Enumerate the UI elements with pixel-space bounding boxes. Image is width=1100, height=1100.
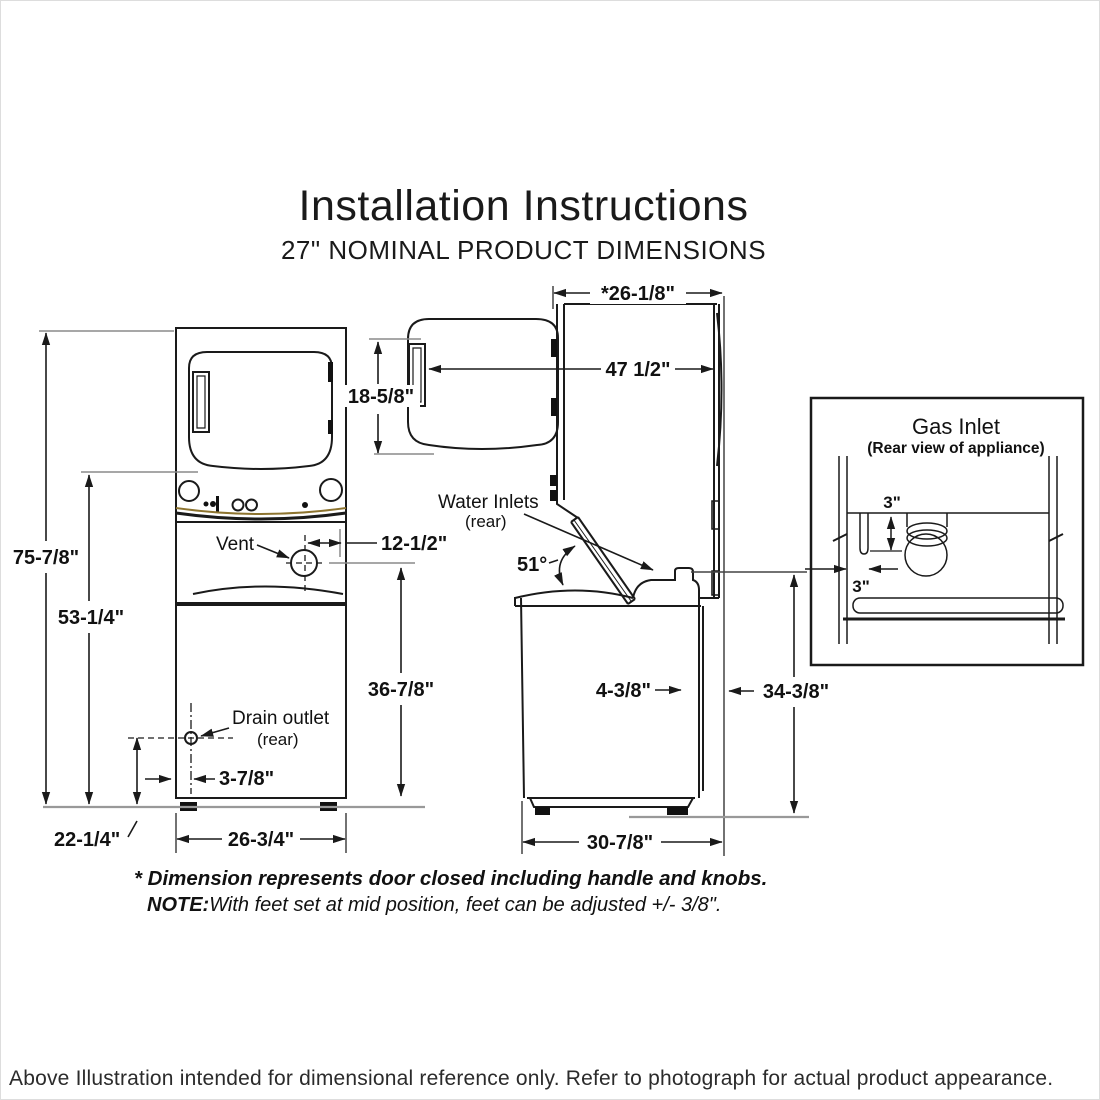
dim-drain-height-elbow [127, 820, 138, 838]
drain-label-leader [200, 727, 230, 737]
gas-cabinet-lines [838, 456, 1058, 644]
washer-body [520, 597, 695, 808]
front-width-label-bg [222, 828, 300, 851]
page-subtitle: 27" NOMINAL PRODUCT DIMENSIONS [280, 235, 767, 265]
front-feet [180, 802, 337, 811]
panel-accent-curve [175, 507, 347, 515]
dim-vent-offset-label: 12-1/2" [381, 533, 447, 555]
dim-mid-height-label: 53-1/4" [58, 607, 124, 629]
door-hinge-marks [328, 362, 333, 434]
dim-base-depth-label: 30-7/8" [587, 832, 653, 854]
water-inlets-leader [523, 513, 654, 571]
front-view-dimensions [39, 330, 425, 853]
dim-drain-height-label: 22-1/4" [54, 829, 120, 851]
control-knob-left [178, 480, 200, 502]
washer-feet [535, 807, 688, 815]
front-view-drawing [128, 327, 347, 811]
gas-dim-side-label: 3" [852, 577, 870, 596]
gas-inlet-box [809, 396, 1085, 667]
dim-vent-height-label: 36-7/8" [368, 679, 434, 701]
dim-door-open-depth-label: 47 1/2" [605, 359, 670, 381]
dim-front-width-label: 26-3/4" [228, 829, 294, 851]
vent-duct-collar-top [906, 522, 948, 540]
dim-depth-label: *26-1/8" [601, 283, 675, 305]
dim-overall-height-label: 75-7/8" [13, 547, 79, 569]
washer-deck [514, 567, 701, 607]
lid-angle-label: 51° [517, 554, 547, 576]
feet-note: NOTE:With feet set at mid position, feet… [147, 894, 721, 917]
control-knob-right [319, 478, 343, 502]
vent-duct-opening [904, 533, 948, 577]
gas-pipe [859, 513, 869, 555]
gas-dim-drop-label: 3" [883, 493, 901, 512]
front-view-text: 75-7/8" 53-1/4" 36-7/8" 12-1/2" 22-1/4" … [13, 533, 447, 851]
washer-top-curve [192, 585, 344, 595]
washer-lid-open-inner [573, 519, 632, 602]
front-extension-lines [39, 330, 415, 564]
feet-note-label: NOTE: [147, 894, 210, 916]
gas-cabinet-ticks [832, 533, 1064, 542]
dryer-door-open [407, 318, 559, 450]
lid-angle-arc [554, 545, 576, 586]
side-view-dimensions [342, 282, 837, 856]
front-bottom-extension-lines [175, 813, 347, 853]
depth-label-bg [590, 282, 686, 304]
gas-inlet-detail [805, 396, 1085, 667]
water-inlets-label: Water Inlets [438, 492, 539, 513]
side-view-drawing [407, 303, 723, 815]
dim-door-height-label: 18-5/8" [348, 386, 414, 408]
vent-centerlines [286, 535, 323, 591]
vent-duct-collar-bottom [906, 529, 948, 547]
panel-divider-curve [175, 511, 347, 521]
side-view-text: *26-1/8" 47 1/2" 18-5/8" 51° Water Inlet… [348, 283, 829, 854]
lid-angle-dash [548, 559, 559, 564]
gas-inlet-text: Gas Inlet (Rear view of appliance) 3" 3" [852, 414, 1044, 596]
door-open-depth-label-bg [601, 358, 675, 380]
dryer-door-open-handle-inner [412, 347, 422, 403]
dryer-door-front [188, 351, 333, 470]
vent-label-leader [256, 544, 290, 559]
feet-note-text: With feet set at mid position, feet can … [209, 894, 722, 916]
side-extension-lines-gray [369, 338, 434, 455]
gas-inlet-title: Gas Inlet [912, 414, 1000, 439]
dim-rear-offset-label: 4-3/8" [596, 680, 651, 702]
drain-outlet-sublabel: (rear) [257, 730, 299, 749]
side-extension-lines-dark [521, 286, 807, 856]
side-rear-tabs [711, 500, 720, 596]
drain-outlet-label: Drain outlet [232, 708, 330, 729]
water-inlets-sublabel: (rear) [465, 512, 507, 531]
side-front-hinge-marks [550, 339, 557, 501]
gas-inlet-subtitle: (Rear view of appliance) [867, 440, 1044, 457]
dryer-door-handle [192, 371, 210, 433]
control-panel-glyphs [203, 496, 308, 513]
base-depth-label-bg [579, 831, 661, 854]
gas-base-rail [852, 597, 1064, 614]
dryer-door-handle-inner [196, 375, 206, 429]
washer-height-label-bg [755, 680, 837, 703]
front-cabinet-outline [175, 327, 347, 799]
washer-lid-open [570, 516, 636, 605]
dim-washer-height-label: 34-3/8" [763, 681, 829, 703]
dim-drain-offset-label: 3-7/8" [219, 768, 274, 790]
door-height-label-bg [342, 385, 420, 407]
page-title: Installation Instructions [298, 182, 749, 230]
vent-label: Vent [216, 534, 255, 555]
asterisk-note: * Dimension represents door closed inclu… [134, 867, 768, 890]
vent-duct-collar [906, 513, 948, 527]
vent-opening [290, 549, 318, 577]
footer-disclaimer: Above Illustration intended for dimensio… [9, 1067, 1054, 1090]
